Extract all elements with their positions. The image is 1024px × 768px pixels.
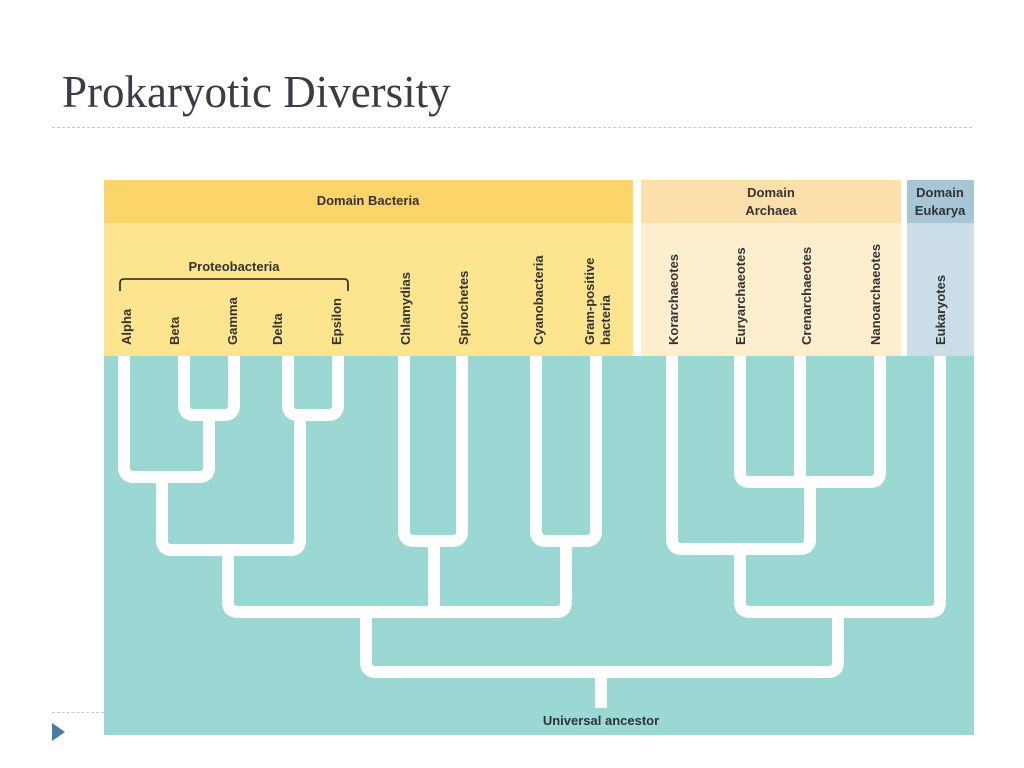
archaea-label-area — [641, 223, 901, 356]
eukarya-header-band — [907, 180, 974, 223]
domain-archaea-label-line2: Archaea — [745, 203, 797, 218]
taxon-crenarchaeotes-label: Crenarchaeotes — [799, 247, 814, 345]
branch-eury-cren-nano — [734, 356, 886, 488]
branch-chlamydias-spirochetes — [398, 356, 468, 547]
branch-bacteria — [222, 547, 572, 618]
branch-archaea-eukarya — [734, 356, 946, 618]
slide-title: Prokaryotic Diversity — [62, 67, 451, 117]
taxon-korarchaeotes-label: Korarchaeotes — [666, 254, 681, 345]
domain-archaea-label-line1: Domain — [747, 185, 795, 200]
title-divider — [52, 127, 972, 128]
proteobacteria-label: Proteobacteria — [188, 259, 280, 274]
taxon-gram-positive-label-line1: Gram-positive — [582, 258, 597, 345]
taxon-gamma-label: Gamma — [225, 297, 240, 345]
taxon-epsilon-label: Epsilon — [329, 298, 344, 345]
domain-bacteria-label: Domain Bacteria — [317, 193, 420, 208]
taxon-cyanobacteria-label: Cyanobacteria — [531, 255, 546, 345]
taxon-chlamydias-label: Chlamydias — [398, 272, 413, 345]
branch-alpha-beta-gamma — [118, 356, 215, 483]
taxon-euryarchaeotes-label: Euryarchaeotes — [733, 247, 748, 345]
taxon-eukaryotes-label: Eukaryotes — [933, 275, 948, 345]
universal-ancestor-label: Universal ancestor — [543, 713, 659, 728]
domain-eukarya-label-line2: Eukarya — [915, 203, 966, 218]
taxon-nanoarchaeotes-label: Nanoarchaeotes — [868, 244, 883, 345]
phylogenetic-tree-diagram: Domain Bacteria Domain Archaea Domain Eu… — [104, 180, 974, 735]
archaea-header-band — [641, 180, 901, 223]
taxon-spirochetes-label: Spirochetes — [456, 271, 471, 345]
branch-cyanobacteria-gram-positive — [530, 356, 602, 547]
footer-divider — [52, 712, 104, 713]
domain-eukarya-label-line1: Domain — [916, 185, 964, 200]
eukarya-label-area — [907, 223, 974, 356]
branch-proteobacteria — [156, 421, 306, 556]
triangle-bullet-icon — [52, 723, 65, 741]
proteobacteria-bracket — [119, 278, 349, 291]
branch-root — [360, 618, 844, 678]
bacteria-label-area — [104, 223, 633, 356]
taxon-gram-positive-label-line2: bacteria — [598, 294, 613, 345]
taxon-alpha-label: Alpha — [119, 308, 134, 345]
branch-beta-gamma — [178, 356, 240, 421]
taxon-beta-label: Beta — [167, 316, 182, 345]
branch-delta-epsilon — [282, 356, 344, 421]
branch-archaea — [666, 356, 816, 555]
bacteria-header-band — [104, 180, 633, 223]
taxon-delta-label: Delta — [270, 312, 285, 345]
